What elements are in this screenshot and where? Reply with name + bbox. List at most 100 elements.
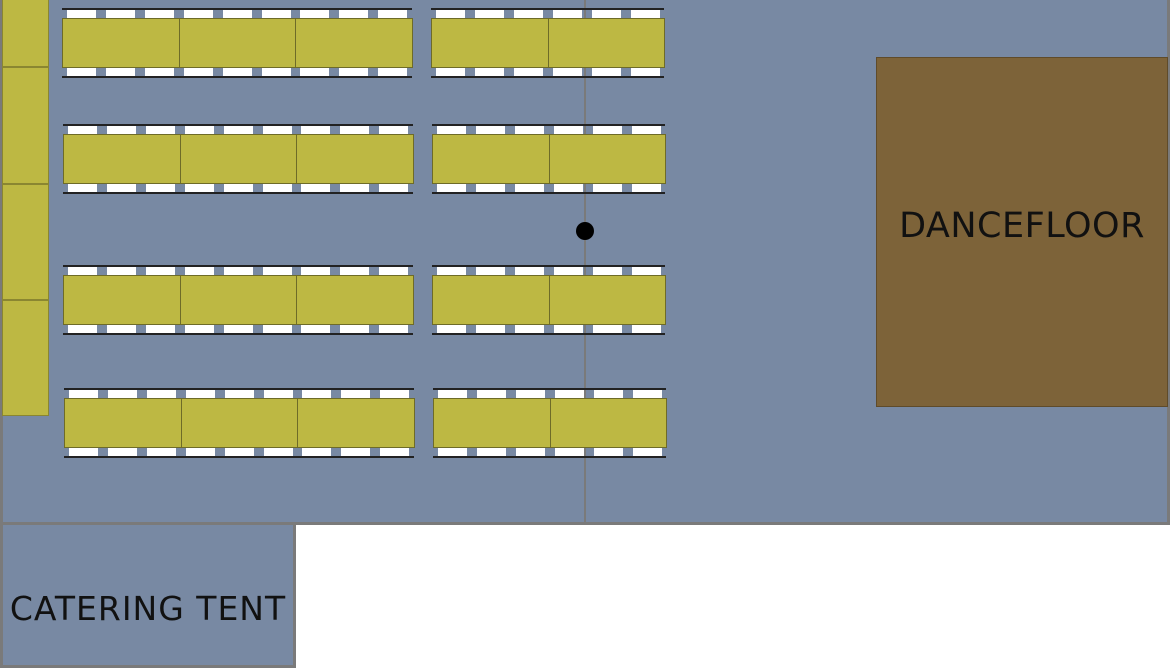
chair (592, 126, 622, 135)
chair (631, 267, 661, 276)
banquet-table (296, 134, 414, 184)
chair (106, 126, 136, 135)
banquet-table (432, 275, 550, 325)
chair (339, 67, 369, 76)
chair (106, 324, 136, 333)
chair (632, 447, 662, 456)
chair (475, 183, 505, 192)
chair (514, 126, 544, 135)
side-table (2, 0, 49, 67)
banquet-table (548, 134, 666, 184)
chair (262, 324, 292, 333)
banquet-table (179, 275, 297, 325)
chair (223, 267, 253, 276)
chair (68, 126, 97, 135)
chair (552, 10, 582, 19)
chair (224, 447, 254, 456)
chair (261, 67, 291, 76)
chair (436, 10, 465, 19)
chair (69, 390, 98, 399)
chair (340, 267, 370, 276)
chair (183, 10, 213, 19)
chair (379, 324, 409, 333)
chair (437, 267, 466, 276)
banquet-table (432, 134, 550, 184)
chair (107, 390, 137, 399)
chair (553, 267, 583, 276)
chair (184, 267, 214, 276)
marker-dot (576, 222, 594, 240)
chair-row-line (433, 388, 666, 390)
chair-row-line (62, 8, 412, 10)
dancefloor: DANCEFLOOR (876, 57, 1168, 407)
chair (301, 126, 331, 135)
chair (592, 324, 622, 333)
chair-row-line (63, 124, 413, 126)
chair (107, 447, 137, 456)
chair-row-line (64, 388, 414, 390)
chair (630, 67, 660, 76)
chair (631, 183, 661, 192)
chair (106, 267, 136, 276)
chair (222, 10, 252, 19)
chair (631, 126, 661, 135)
chair-row-line (431, 8, 664, 10)
chair (592, 183, 622, 192)
chair (301, 183, 331, 192)
chair (223, 183, 253, 192)
banquet-table (297, 398, 415, 448)
chair-row-line (433, 456, 666, 458)
chair-row-line (431, 76, 664, 78)
chair (302, 390, 332, 399)
banquet-table (296, 275, 414, 325)
chair (185, 390, 215, 399)
chair (513, 10, 543, 19)
chair (476, 447, 506, 456)
chair (514, 324, 544, 333)
chair-row-line (63, 192, 413, 194)
chair (591, 10, 621, 19)
chair (438, 447, 467, 456)
chair (183, 67, 213, 76)
chair (262, 126, 292, 135)
catering-tent-label: CATERING TENT (9, 589, 287, 628)
side-table (2, 300, 49, 416)
chair (68, 267, 97, 276)
chair (474, 67, 504, 76)
chair (340, 183, 370, 192)
chair (379, 126, 409, 135)
chair (67, 67, 96, 76)
chair (380, 447, 410, 456)
chair (105, 67, 135, 76)
chair (223, 324, 253, 333)
chair (593, 390, 623, 399)
chair (437, 126, 466, 135)
chair (300, 67, 330, 76)
banquet-table (431, 18, 549, 68)
chair (223, 126, 253, 135)
chair (553, 126, 583, 135)
chair (224, 390, 254, 399)
chair-row-line (432, 265, 665, 267)
banquet-table (62, 18, 180, 68)
chair (515, 447, 545, 456)
chair (630, 10, 660, 19)
chair (145, 267, 175, 276)
chair (475, 324, 505, 333)
chair (378, 67, 408, 76)
catering-tent: CATERING TENT (0, 522, 296, 668)
chair (379, 267, 409, 276)
chair (300, 10, 330, 19)
chair (144, 67, 174, 76)
chair (553, 183, 583, 192)
chair (437, 183, 466, 192)
chair-row-line (63, 265, 413, 267)
chair-row-line (432, 124, 665, 126)
chair-row-line (63, 333, 413, 335)
banquet-table (295, 18, 413, 68)
chair (69, 447, 98, 456)
chair (184, 183, 214, 192)
chair (631, 324, 661, 333)
chair (185, 447, 215, 456)
chair (68, 324, 97, 333)
